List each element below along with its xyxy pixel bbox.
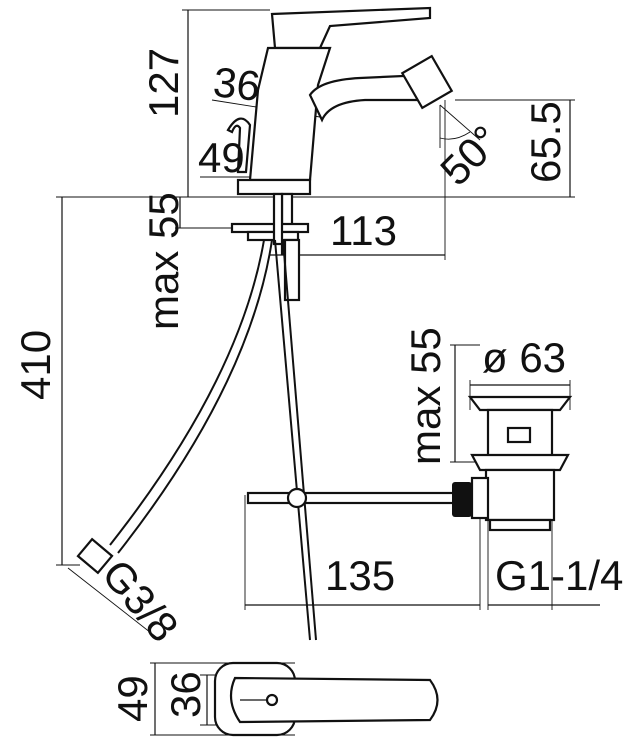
bidet-mixer-side-view [226,6,454,302]
dim-g1-1-4: G1-1/4 [495,552,623,599]
dim-diameter-63: ø 63 [482,334,566,381]
pop-up-waste [246,395,573,532]
dim-49-lever: 49 [198,134,245,181]
dim-max-55-top: max 55 [140,192,187,330]
dim-65-5: 65.5 [522,101,569,183]
flexible-hoses [76,239,317,641]
dim-36-bottom: 36 [162,671,209,718]
dim-135: 135 [325,552,395,599]
dim-36-spout: 36 [211,58,262,110]
dim-max-55-waste: max 55 [402,327,449,465]
dim-127: 127 [140,48,187,118]
dim-g3-8: G3/8 [93,551,188,651]
dim-50-degree: 50° [431,116,509,194]
dim-49-bottom: 49 [109,675,156,722]
bidet-mixer-top-view [213,661,439,737]
dim-410: 410 [12,330,59,400]
dim-113: 113 [330,207,397,254]
